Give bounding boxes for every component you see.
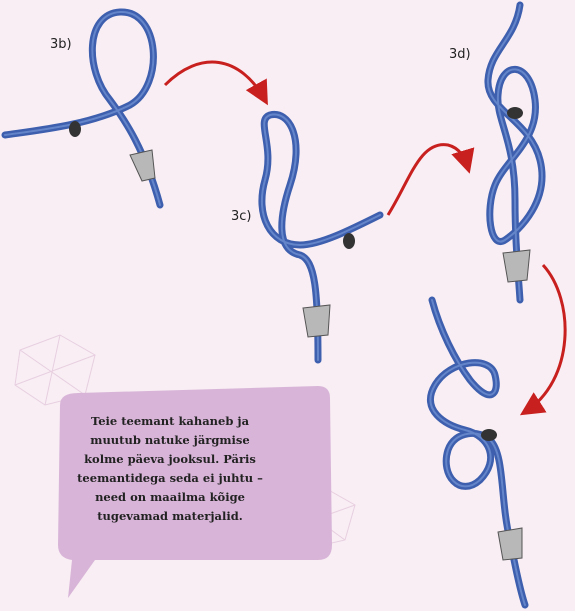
step-label-3c: 3c) (231, 209, 252, 224)
knot-illustration-3d (484, 1, 546, 304)
red-arrow-1 (163, 60, 268, 106)
speech-bubble-text: Teie teemant kahaneb ja muutub natuke jä… (77, 414, 263, 523)
knot-illustration-3b (1, 8, 164, 209)
bead (343, 233, 355, 249)
step-label-3b: 3b) (50, 37, 72, 52)
cord-stopper (302, 304, 331, 338)
bead (507, 107, 523, 119)
cord-stopper (129, 149, 156, 182)
bead (69, 121, 81, 137)
red-arrow-2 (386, 143, 475, 216)
cord-stopper (497, 527, 523, 561)
cord-stopper (502, 249, 531, 283)
red-arrow-3 (519, 263, 567, 416)
step-label-3d: 3d) (449, 47, 471, 62)
bead (481, 429, 497, 441)
knot-illustration-3c (258, 111, 384, 364)
speech-bubble (58, 386, 332, 598)
knot-illustration-final (426, 296, 529, 609)
